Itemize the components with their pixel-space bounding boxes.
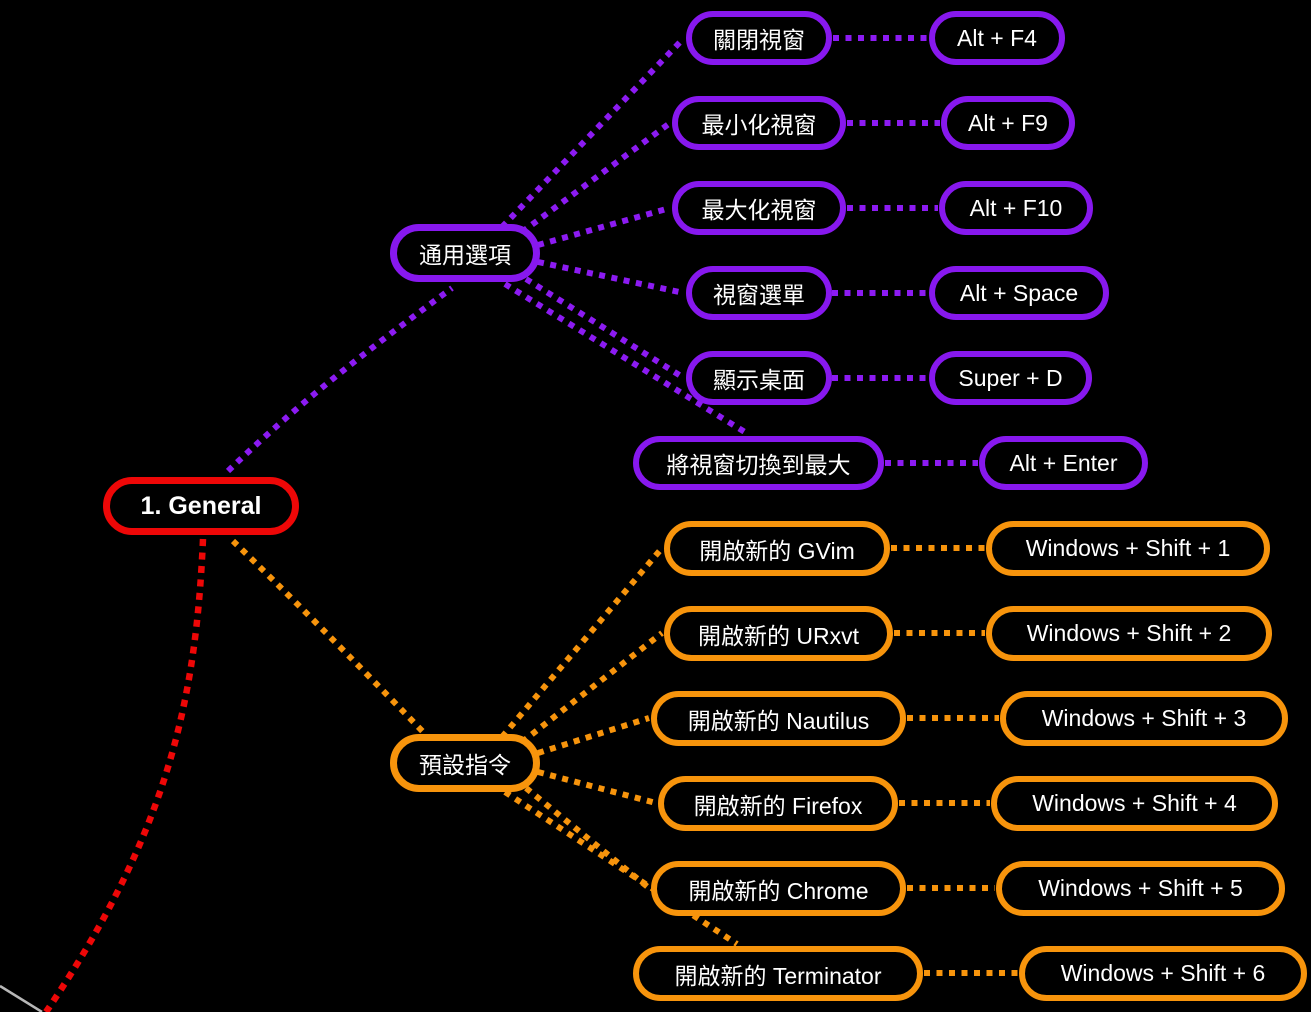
node-open-chrome[interactable]: 開啟新的 Chrome xyxy=(651,861,906,916)
offscreen-node-edge xyxy=(0,984,43,1012)
node-open-gvim[interactable]: 開啟新的 GVim xyxy=(664,521,890,576)
node-shortcut-alt-f4[interactable]: Alt + F4 xyxy=(929,11,1065,65)
connector-commands-terminator xyxy=(503,789,739,947)
node-open-nautilus[interactable]: 開啟新的 Nautilus xyxy=(651,691,906,746)
node-open-firefox[interactable]: 開啟新的 Firefox xyxy=(658,776,898,831)
node-maximize-window[interactable]: 最大化視窗 xyxy=(672,181,846,235)
node-shortcut-alt-space[interactable]: Alt + Space xyxy=(929,266,1109,320)
node-close-window[interactable]: 關閉視窗 xyxy=(686,11,832,65)
connector-commands-firefox xyxy=(537,769,657,806)
node-open-urxvt[interactable]: 開啟新的 URxvt xyxy=(664,606,893,661)
connector-general-maximize xyxy=(537,205,671,248)
connector-root-offscreen xyxy=(43,538,207,1012)
node-shortcut-win-shift-6[interactable]: Windows + Shift + 6 xyxy=(1019,946,1307,1001)
node-shortcut-win-shift-2[interactable]: Windows + Shift + 2 xyxy=(986,606,1272,661)
node-shortcut-super-d[interactable]: Super + D xyxy=(929,351,1092,405)
node-shortcut-alt-enter[interactable]: Alt + Enter xyxy=(979,436,1148,490)
node-shortcut-win-shift-4[interactable]: Windows + Shift + 4 xyxy=(991,776,1278,831)
node-shortcut-alt-f10[interactable]: Alt + F10 xyxy=(939,181,1093,235)
node-shortcut-alt-f9[interactable]: Alt + F9 xyxy=(941,96,1075,150)
connector-general-minimize xyxy=(520,120,672,235)
connector-commands-chrome xyxy=(524,785,651,891)
connector-root-commands xyxy=(230,538,431,740)
connector-general-toggle xyxy=(503,281,750,437)
node-shortcut-win-shift-3[interactable]: Windows + Shift + 3 xyxy=(1000,691,1288,746)
connector-commands-nautilus xyxy=(537,715,650,756)
node-root-general[interactable]: 1. General xyxy=(103,477,299,535)
connector-general-menu xyxy=(537,259,685,296)
node-general-options[interactable]: 通用選項 xyxy=(390,224,540,282)
node-shortcut-win-shift-1[interactable]: Windows + Shift + 1 xyxy=(986,521,1270,576)
connector-commands-urxvt xyxy=(520,630,664,745)
node-show-desktop[interactable]: 顯示桌面 xyxy=(686,351,832,405)
connector-root-general xyxy=(225,285,454,474)
node-window-menu[interactable]: 視窗選單 xyxy=(686,266,832,320)
connector-commands-gvim xyxy=(499,546,665,739)
node-minimize-window[interactable]: 最小化視窗 xyxy=(672,96,846,150)
node-shortcut-win-shift-5[interactable]: Windows + Shift + 5 xyxy=(996,861,1285,916)
connector-general-desktop xyxy=(524,276,686,381)
node-default-commands[interactable]: 預設指令 xyxy=(390,734,540,792)
node-open-terminator[interactable]: 開啟新的 Terminator xyxy=(633,946,923,1001)
node-toggle-maximize[interactable]: 將視窗切換到最大 xyxy=(633,436,884,490)
